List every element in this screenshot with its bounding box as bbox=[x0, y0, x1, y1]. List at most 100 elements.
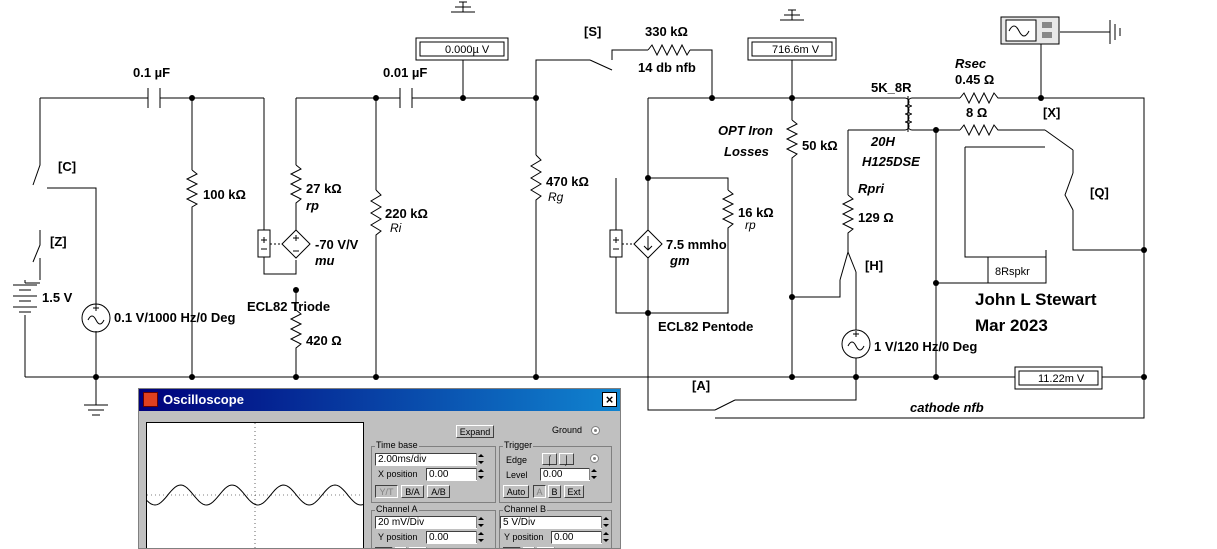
label-r-rg: 470 kΩ bbox=[546, 174, 589, 189]
speaker-label: 8Rspkr bbox=[995, 266, 1030, 278]
level-spinner[interactable] bbox=[589, 468, 598, 480]
resistor-330k bbox=[647, 43, 691, 57]
time-base-group bbox=[371, 446, 496, 503]
channel-b-scale-spinner[interactable] bbox=[601, 516, 610, 528]
channel-b-ypos-spinner[interactable] bbox=[601, 531, 610, 543]
channel-b-dc-button[interactable]: DC bbox=[537, 547, 555, 548]
time-base-field[interactable]: 2.00ms/div bbox=[375, 453, 477, 466]
channel-a-scale-spinner[interactable] bbox=[476, 516, 485, 528]
channel-b-ac-button[interactable]: AC bbox=[503, 547, 521, 548]
ground-symbols bbox=[84, 1, 1121, 416]
resistor-8ohm bbox=[959, 123, 1000, 137]
label-switch-x: [X] bbox=[1043, 105, 1060, 120]
channel-a-ypos-field[interactable]: 0.00 bbox=[426, 531, 477, 544]
label-signal-source: 0.1 V/1000 Hz/0 Deg bbox=[114, 310, 235, 325]
ground-radio[interactable] bbox=[591, 426, 600, 435]
voltmeter-1: 0.000µ V bbox=[415, 37, 509, 61]
pentode-dependent-source bbox=[609, 229, 663, 259]
label-gm-name: gm bbox=[669, 253, 690, 268]
channel-a-scale-field[interactable]: 20 mV/Div bbox=[375, 516, 477, 529]
edge-rising-button[interactable]: ⌠ bbox=[542, 453, 557, 465]
label-nfb: 14 db nfb bbox=[638, 60, 696, 75]
resistor-27k bbox=[289, 164, 303, 208]
channel-a-ac-button[interactable]: AC bbox=[375, 547, 393, 548]
label-r-load: 8 Ω bbox=[966, 105, 987, 120]
channel-b-zero-button[interactable]: 0 bbox=[523, 547, 535, 548]
triode-dependent-source bbox=[257, 229, 311, 259]
voltmeter-2: 716.6m V bbox=[747, 37, 837, 61]
trigger-b-button[interactable]: B bbox=[548, 485, 561, 498]
x-position-field[interactable]: 0.00 bbox=[426, 468, 477, 481]
speaker-box: 8Rspkr bbox=[987, 256, 1047, 284]
channel-b-ypos-field[interactable]: 0.00 bbox=[551, 531, 602, 544]
channel-a-dc-button[interactable]: DC bbox=[409, 547, 427, 548]
x-position-spinner[interactable] bbox=[476, 468, 485, 480]
label-triode: ECL82 Triode bbox=[247, 299, 330, 314]
author-name: John L Stewart bbox=[975, 290, 1097, 309]
label-xfmr-l: 20H bbox=[870, 134, 895, 149]
resistor-16k bbox=[721, 189, 735, 235]
label-rsec-value: 0.45 Ω bbox=[955, 72, 994, 87]
close-button[interactable]: × bbox=[602, 392, 617, 407]
label-c2: 0.01 µF bbox=[383, 65, 427, 80]
voltmeter-3: 11.22m V bbox=[1014, 366, 1103, 390]
label-switch-c: [C] bbox=[58, 159, 76, 174]
voltmeter-3-reading: 11.22m V bbox=[1038, 373, 1085, 385]
mode-yt-button[interactable]: Y/T bbox=[375, 485, 398, 498]
author-date: Mar 2023 bbox=[975, 316, 1048, 335]
expand-button[interactable]: Expand bbox=[456, 425, 494, 438]
time-base-label: Time base bbox=[375, 440, 419, 450]
time-base-spinner[interactable] bbox=[476, 453, 485, 465]
channel-a-zero-button[interactable]: 0 bbox=[395, 547, 407, 548]
oscilloscope-window: Oscilloscope × Expand Ground Time base 2… bbox=[138, 388, 621, 549]
label-switch-a: [A] bbox=[692, 378, 710, 393]
label-rsec-name: Rsec bbox=[955, 56, 987, 71]
trigger-ext-button[interactable]: Ext bbox=[564, 485, 584, 498]
edge-falling-button[interactable]: ⌡ bbox=[559, 453, 574, 465]
signal-source-symbol bbox=[81, 303, 111, 333]
label-mu-gain: -70 V/V bbox=[315, 237, 359, 252]
resistor-rsec bbox=[959, 91, 1000, 105]
label-r-nfb: 330 kΩ bbox=[645, 24, 688, 39]
level-field[interactable]: 0.00 bbox=[540, 468, 590, 481]
capacitor-c2 bbox=[399, 88, 413, 108]
label-c1: 0.1 µF bbox=[133, 65, 170, 80]
resistor-100k bbox=[185, 169, 199, 215]
mode-ba-button[interactable]: B/A bbox=[401, 485, 424, 498]
channel-a-ypos-label: Y position bbox=[377, 532, 419, 542]
channel-b-scale-field[interactable]: 5 V/Div bbox=[500, 516, 602, 529]
label-opt-line1: OPT Iron bbox=[718, 123, 773, 138]
label-opt-line2: Losses bbox=[724, 144, 769, 159]
label-r-opt: 50 kΩ bbox=[802, 138, 838, 153]
channel-a-ypos-spinner[interactable] bbox=[476, 531, 485, 543]
trigger-radio[interactable] bbox=[590, 454, 599, 463]
mode-ab-button[interactable]: A/B bbox=[427, 485, 450, 498]
switches bbox=[32, 59, 1074, 411]
transformer bbox=[904, 96, 913, 132]
label-mu-name: mu bbox=[315, 253, 335, 268]
voltmeter-2-reading: 716.6m V bbox=[772, 44, 820, 56]
label-ri-name: Ri bbox=[390, 221, 402, 235]
edge-label: Edge bbox=[505, 455, 529, 465]
label-rg-name: Rg bbox=[548, 190, 564, 204]
x-position-label: X position bbox=[377, 469, 419, 479]
oscilloscope-screen bbox=[146, 422, 364, 548]
label-rp2-name: rp bbox=[745, 218, 756, 232]
level-label: Level bbox=[505, 470, 529, 480]
label-switch-z: [Z] bbox=[50, 234, 67, 249]
channel-a-trace bbox=[146, 484, 364, 506]
channel-a-label: Channel A bbox=[375, 504, 419, 514]
label-xfmr: 5K_8R bbox=[871, 80, 912, 95]
oscilloscope-titlebar[interactable]: Oscilloscope × bbox=[139, 389, 620, 411]
trigger-auto-button[interactable]: Auto bbox=[503, 485, 529, 498]
junction-dots bbox=[93, 95, 1147, 380]
label-pentode: ECL82 Pentode bbox=[658, 319, 753, 334]
rising-edge-icon: ⌠ bbox=[546, 455, 553, 465]
battery-symbol bbox=[13, 284, 37, 313]
oscilloscope-app-icon bbox=[143, 392, 158, 407]
label-rp1-name: rp bbox=[306, 198, 319, 213]
label-cathode-nfb: cathode nfb bbox=[910, 400, 984, 415]
trigger-a-button[interactable]: A bbox=[533, 485, 546, 498]
oscilloscope-icon bbox=[1000, 16, 1060, 45]
